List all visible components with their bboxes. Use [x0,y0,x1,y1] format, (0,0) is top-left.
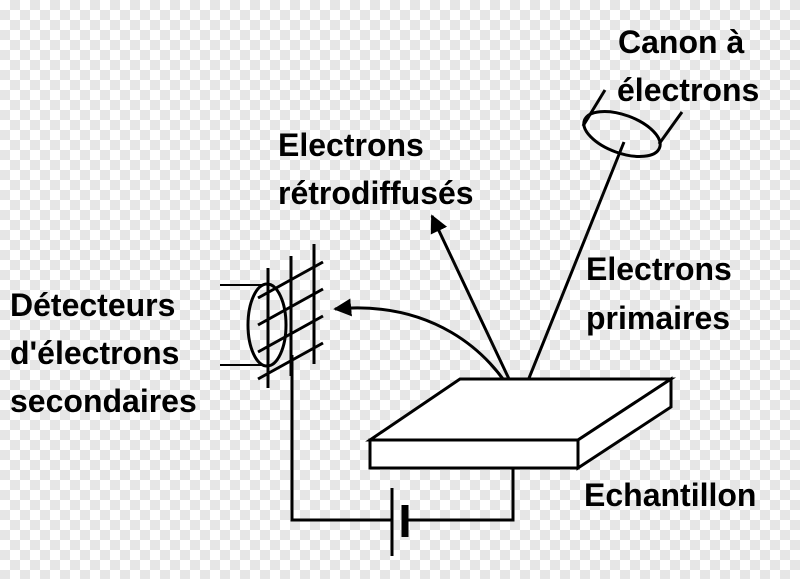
sample-slab [365,376,677,471]
label-canon-line2: électrons [617,72,760,108]
gun-side-line-right [657,111,684,145]
detector-grid [220,244,324,388]
label-retro-line2: rétrodiffusés [278,175,474,211]
label-primaires-line2: primaires [586,300,731,336]
electron-gun [581,89,684,158]
battery-symbol [390,488,409,556]
label-retro-line1: Electrons [278,127,424,163]
label-canon-line1: Canon à [618,24,745,60]
label-primaires-line1: Electrons [586,251,732,287]
label-detecteurs-line1: Détecteurs [10,287,176,323]
label-detecteurs-line3: secondaires [10,383,197,419]
backscattered-electron-arrow [430,214,520,399]
circuit-wire [290,355,515,522]
label-detecteurs-line2: d'électrons [10,335,180,371]
label-echantillon: Echantillon [584,477,757,513]
gun-side-line-left [581,89,607,127]
primary-electron-beam-arrow [518,141,626,400]
